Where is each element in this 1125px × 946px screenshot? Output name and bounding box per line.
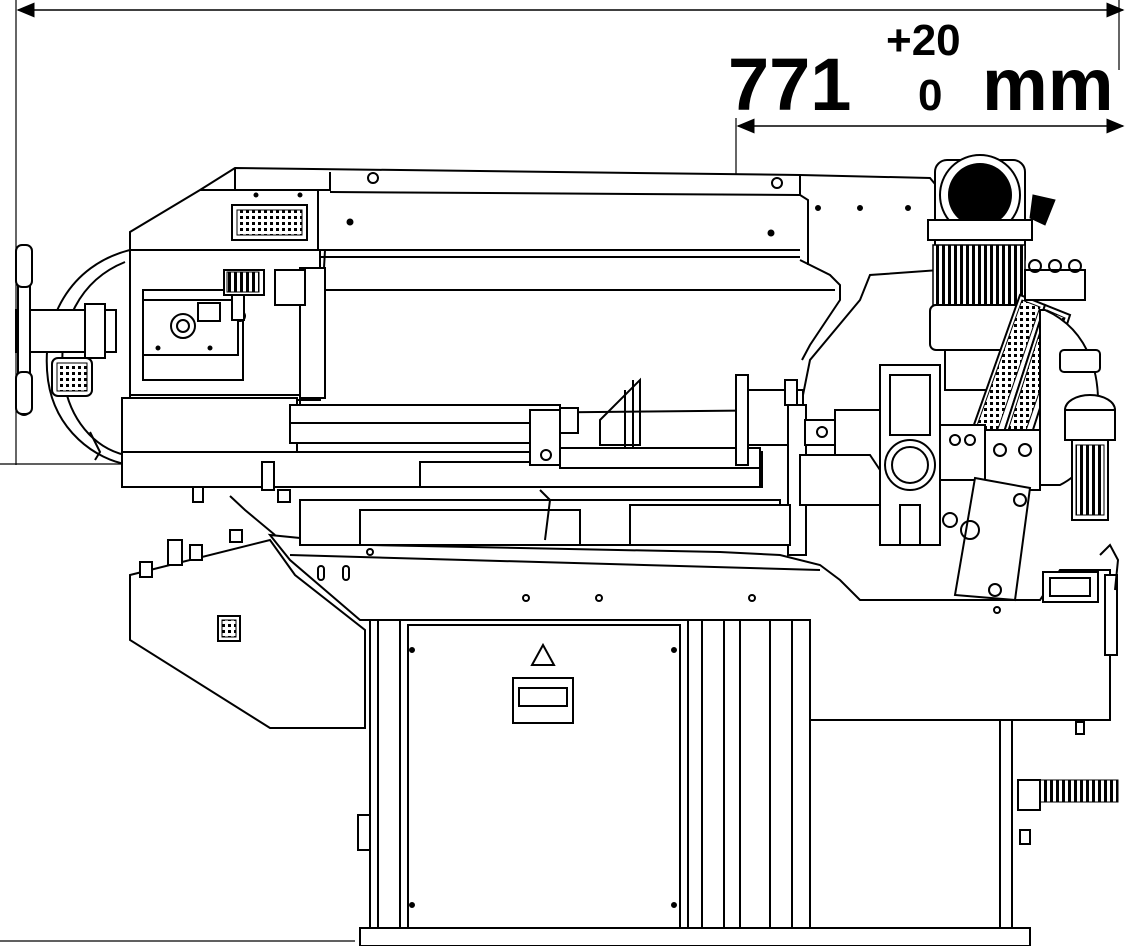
dimension-label: 771 +20 0 mm (728, 16, 1114, 126)
blade-track (121, 374, 836, 556)
door-handle[interactable] (512, 677, 574, 724)
motor-assembly (799, 154, 1120, 656)
dimension-tolerance-lower: 0 (918, 71, 942, 120)
dimension-unit: mm (982, 43, 1114, 126)
dimension-value: 771 (728, 43, 851, 126)
control-panel (129, 529, 366, 729)
warning-triangle-icon (530, 642, 556, 666)
dimension-tolerance-upper: +20 (886, 16, 961, 65)
saw-bow-arm (129, 166, 941, 417)
stand-cabinet (357, 619, 1119, 946)
base-table (229, 489, 1111, 721)
